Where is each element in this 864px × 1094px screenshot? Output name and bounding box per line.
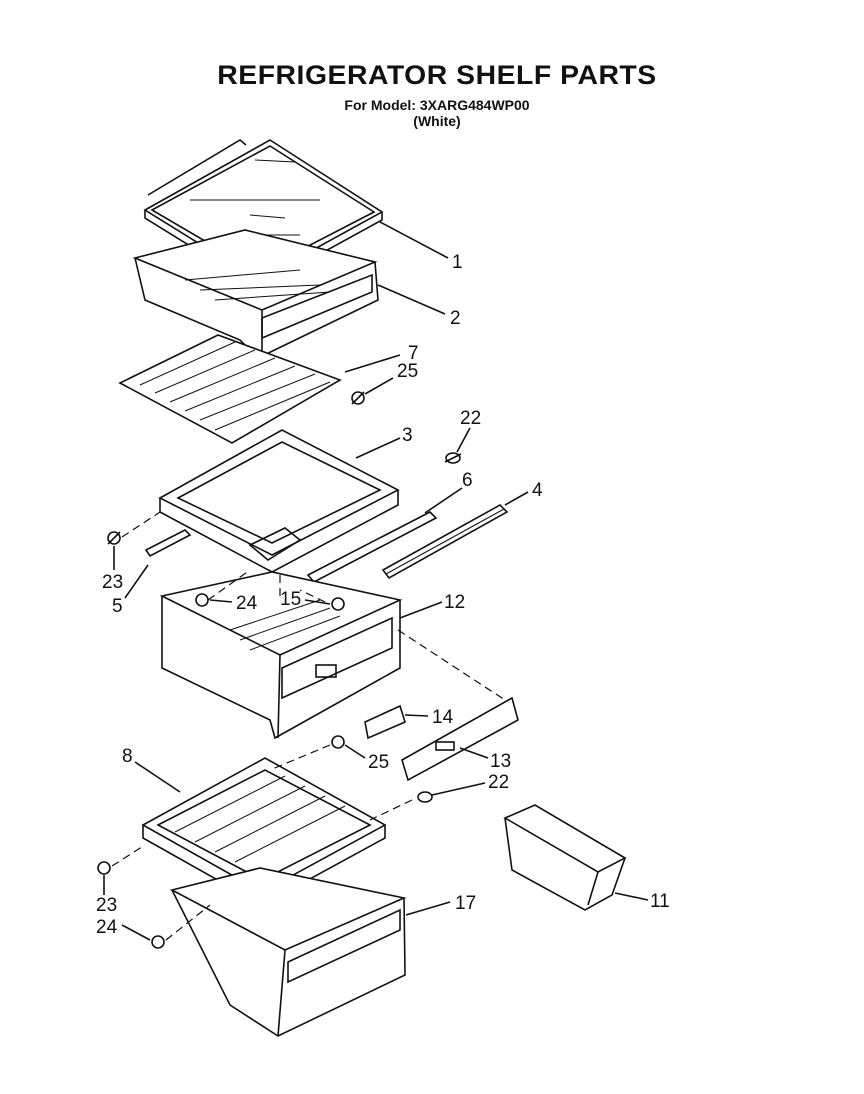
screw-part (351, 391, 365, 405)
callout-17: 17 (455, 893, 476, 914)
humidity-slide-part (364, 704, 406, 740)
callout-13: 13 (490, 751, 511, 772)
screw-part (97, 861, 165, 949)
page-title: REFRIGERATOR SHELF PARTS (217, 60, 657, 90)
callout-4: 4 (532, 480, 543, 501)
callout-12: 12 (444, 592, 465, 613)
callout-11: 11 (650, 891, 670, 912)
callout-6: 6 (462, 470, 473, 491)
control-plate-part (401, 696, 519, 782)
callout-24-lower: 24 (96, 917, 118, 938)
callout-24-upper: 24 (236, 593, 258, 614)
variant-label: (White) (413, 113, 461, 129)
callout-25-upper: 25 (397, 361, 418, 382)
header: REFRIGERATOR SHELF PARTS For Model: 3XAR… (0, 60, 864, 129)
callout-2: 2 (450, 308, 461, 329)
lower-drawer-part (169, 867, 407, 1037)
rail-part (306, 504, 509, 584)
screw-part (107, 531, 121, 545)
callout-14: 14 (432, 707, 454, 728)
leader-lines (103, 221, 649, 941)
clip-part (417, 791, 433, 803)
callout-15: 15 (280, 589, 301, 610)
callout-8: 8 (122, 746, 133, 767)
bracket-part (144, 529, 192, 558)
callout-23-lower: 23 (96, 895, 117, 916)
screw-part (331, 735, 345, 749)
callout-5: 5 (112, 596, 123, 617)
door-bin-part (503, 804, 627, 911)
screw-part (195, 593, 209, 607)
screw-part (331, 597, 345, 611)
pan-frame-part (158, 429, 400, 573)
model-line: For Model: 3XARG484WP00 (344, 97, 530, 113)
callout-labels: 1 2 7 25 3 22 6 4 23 5 24 15 12 14 25 13… (96, 252, 670, 938)
crisper-drawer-part (159, 571, 403, 740)
clip-part (444, 452, 462, 464)
callout-3: 3 (402, 425, 413, 446)
callout-7: 7 (408, 343, 419, 364)
callout-22-lower: 22 (488, 772, 509, 793)
callout-1: 1 (452, 252, 463, 273)
lower-shelf-part (141, 757, 387, 906)
assembly-lines (111, 511, 506, 941)
shelf-cover-part (118, 334, 342, 444)
shelf-frame-part (132, 229, 379, 359)
callout-22-upper: 22 (460, 408, 481, 429)
callout-23-upper: 23 (102, 572, 123, 593)
callout-25-lower: 25 (368, 752, 389, 773)
